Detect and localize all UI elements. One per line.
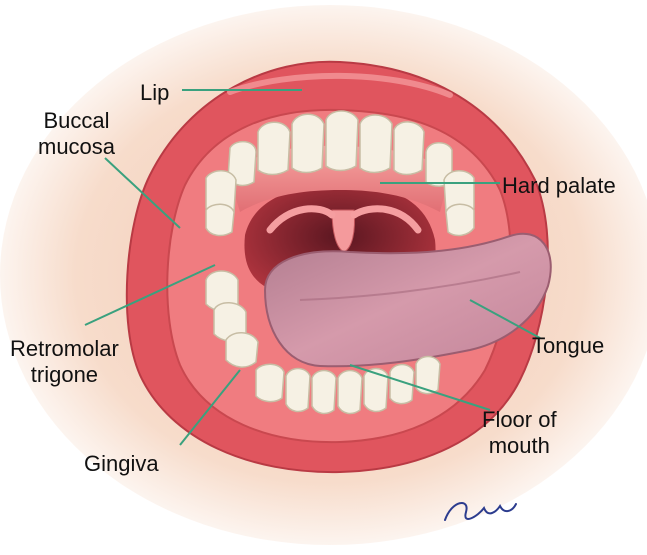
label-buccal-mucosa-line-2: mucosa: [38, 134, 115, 160]
label-lip: Lip: [140, 80, 169, 106]
label-retromolar-trigone-line-2: trigone: [10, 362, 119, 388]
label-floor-of-mouth-line-2: mouth: [482, 433, 557, 459]
label-buccal-mucosa: Buccal mucosa: [38, 108, 115, 160]
label-floor-of-mouth: Floor of mouth: [482, 407, 557, 459]
label-tongue: Tongue: [532, 333, 604, 359]
label-gingiva: Gingiva: [84, 451, 159, 477]
label-buccal-mucosa-line-1: Buccal: [38, 108, 115, 134]
label-floor-of-mouth-line-1: Floor of: [482, 407, 557, 433]
label-hard-palate: Hard palate: [502, 173, 616, 199]
label-retromolar-trigone-line-1: Retromolar: [10, 336, 119, 362]
label-retromolar-trigone: Retromolar trigone: [10, 336, 119, 388]
